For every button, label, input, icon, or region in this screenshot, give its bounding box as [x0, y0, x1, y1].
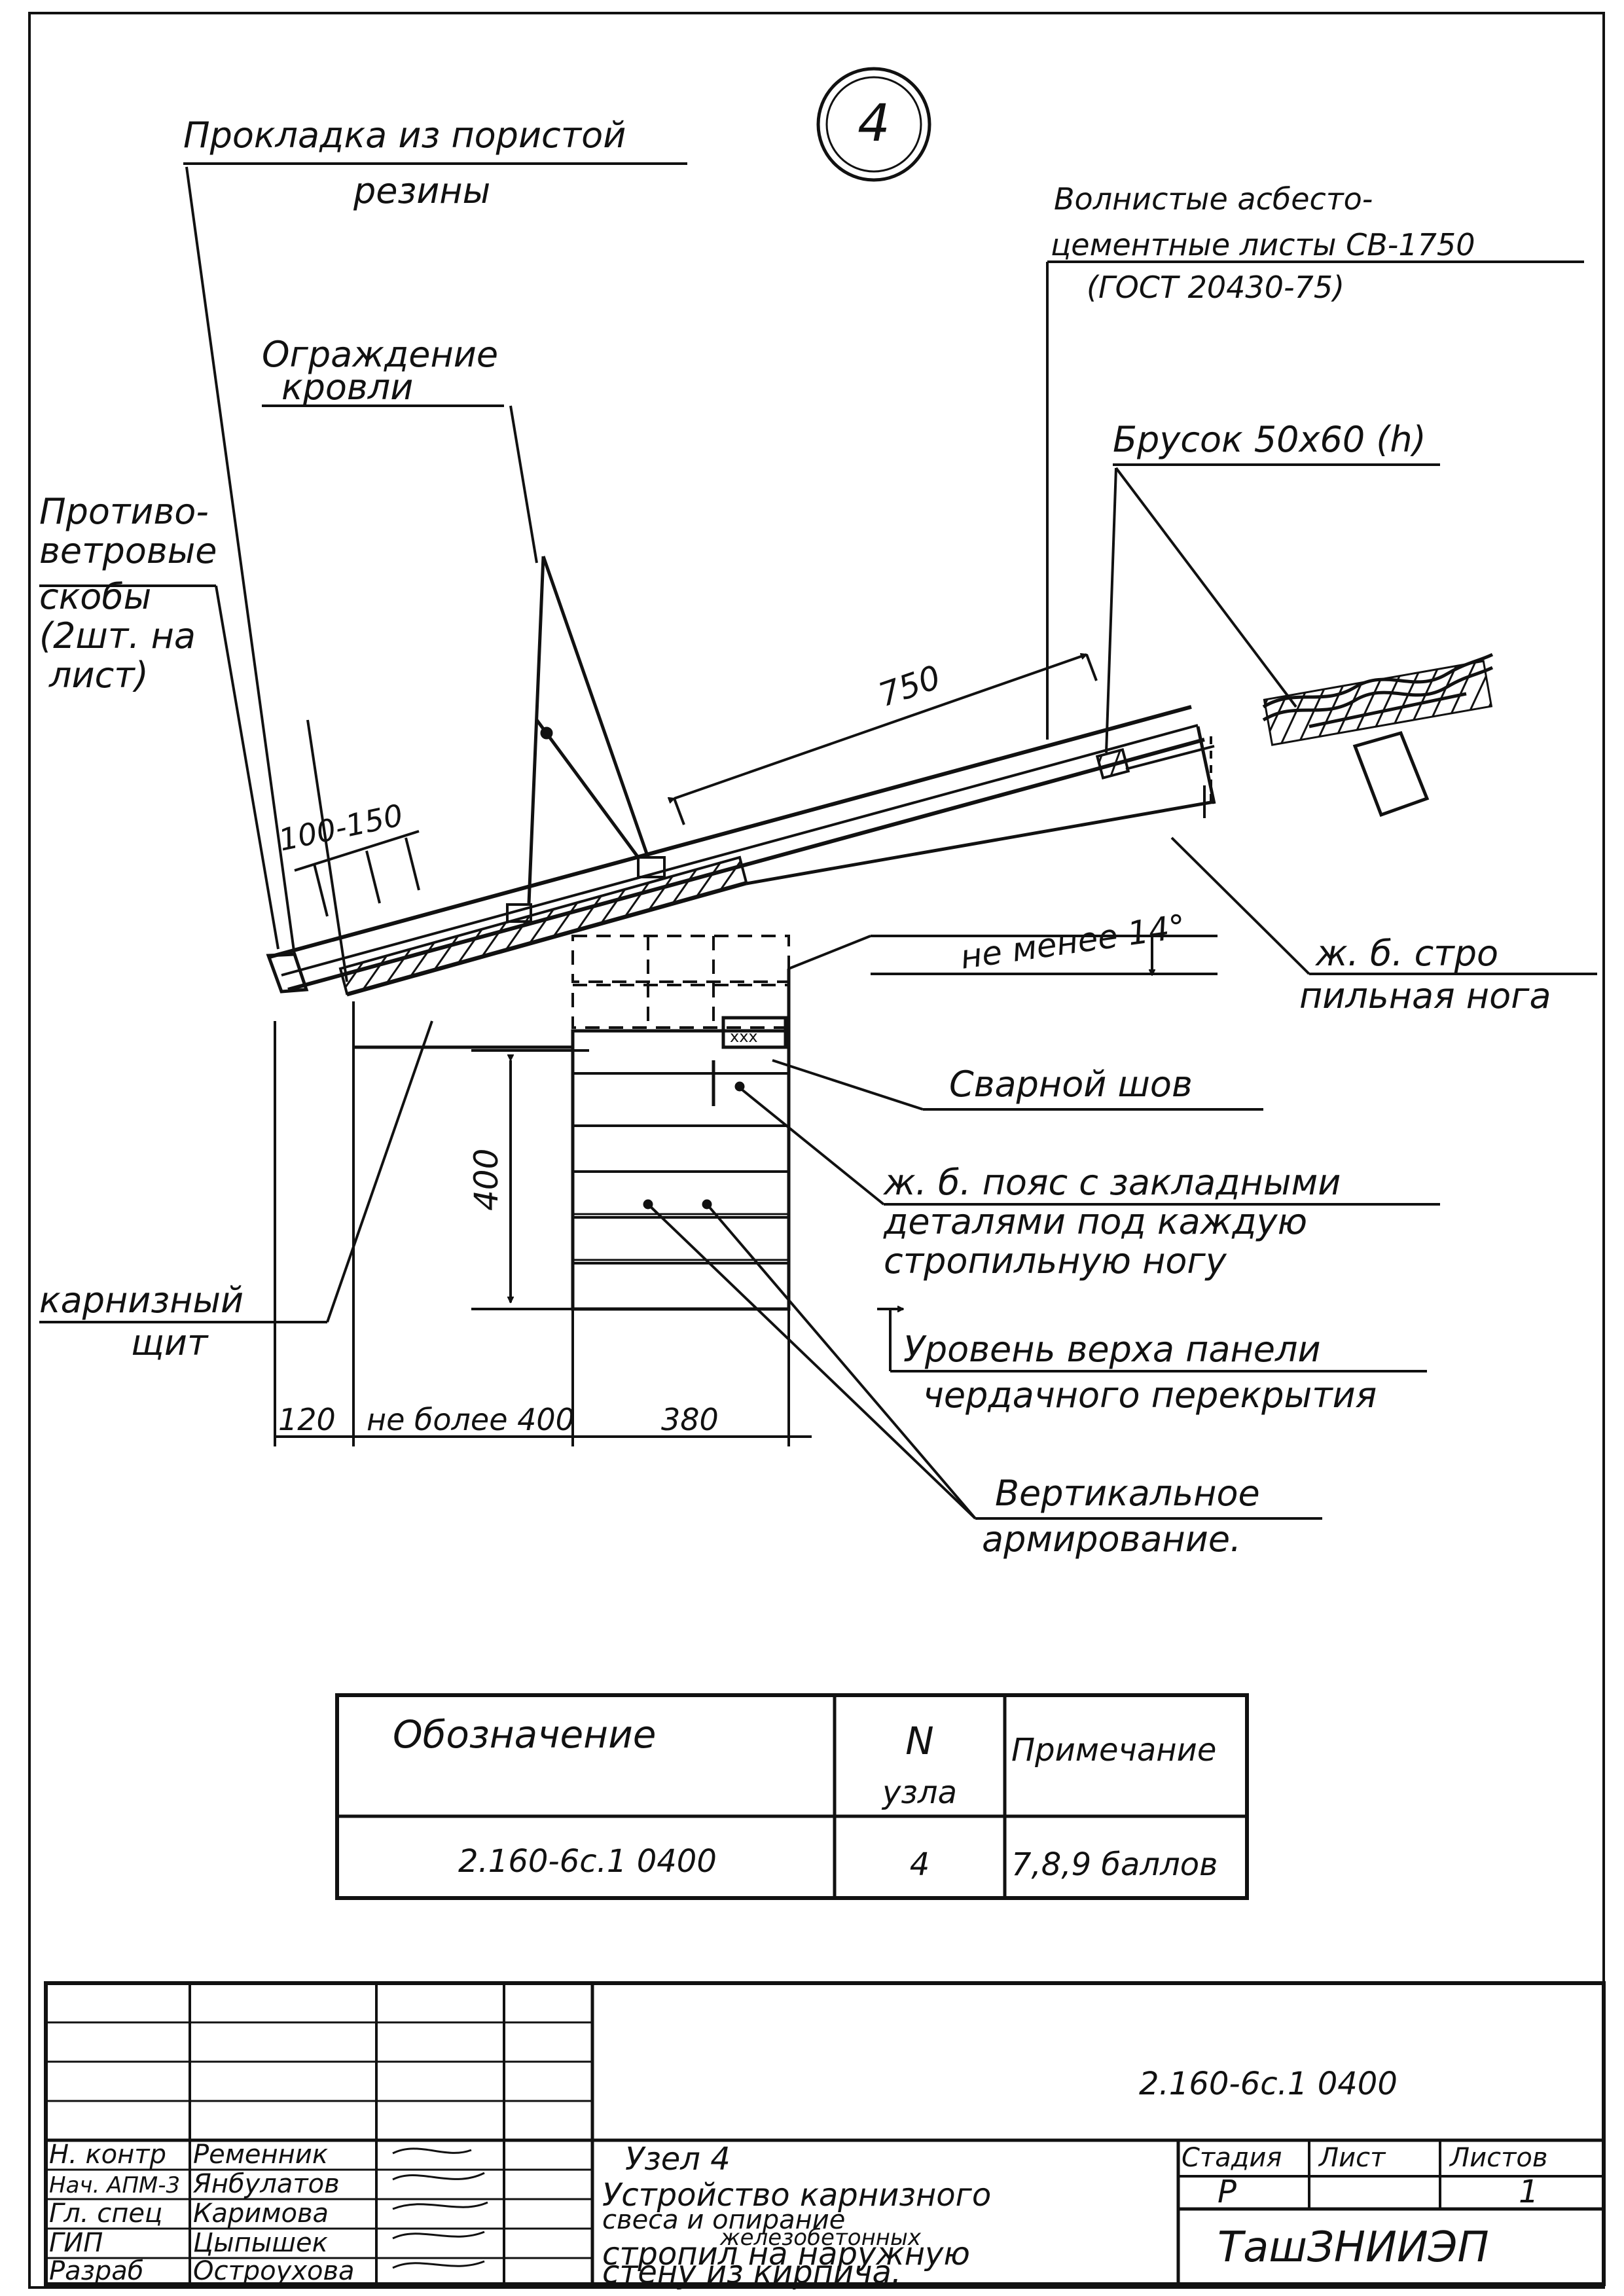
- stage-value: Р: [1218, 2174, 1236, 2210]
- name-dept-head: Янбулатов: [192, 2169, 340, 2199]
- label-railing-line2: кровли: [281, 367, 413, 408]
- role-chief-engineer: ГИП: [49, 2228, 103, 2258]
- role-developer: Разраб: [49, 2256, 143, 2286]
- label-cornice-line1: карнизный: [39, 1280, 244, 1321]
- cell-node: 4: [910, 1846, 930, 1883]
- name-developer: Остроухова: [193, 2256, 355, 2286]
- label-gasket-line2: резины: [353, 170, 490, 211]
- cell-designation: 2.160-6с.1 0400: [458, 1843, 717, 1880]
- dim-750: 750: [874, 658, 945, 714]
- title-line6: стену из кирпича.: [602, 2254, 901, 2291]
- label-vert-line2: армирование.: [982, 1518, 1241, 1560]
- title-line2: Устройство карнизного: [602, 2177, 991, 2214]
- label-gasket-line1: Прокладка из пористой: [183, 115, 626, 156]
- label-sheets-line1: Волнистые асбесто-: [1054, 181, 1373, 217]
- name-chief-specialist: Каримова: [193, 2198, 329, 2229]
- dim-120: 120: [278, 1402, 336, 1437]
- title-line5: стропил на наружную: [602, 2236, 970, 2272]
- node-number: 4: [857, 94, 890, 153]
- label-sheets-line2: цементные листы СВ-1750: [1051, 227, 1475, 262]
- bar: [1095, 747, 1130, 780]
- dimensions: [274, 655, 1218, 1446]
- weld-plate: [721, 1016, 787, 1049]
- label-belt-line3: стропильную ногу: [884, 1240, 1227, 1282]
- label-belt-line2: деталями под каждую: [883, 1201, 1307, 1242]
- cornice-board: [338, 855, 748, 996]
- spec-table: Обозначение N узла Примечание 2.160-6с.1…: [335, 1693, 1249, 1900]
- sheets-value: 1: [1519, 2174, 1539, 2210]
- cell-note: 7,8,9 баллов: [1011, 1846, 1218, 1883]
- leaders: [39, 162, 1597, 1520]
- label-cornice-line2: щит: [131, 1322, 209, 1363]
- roof-slope: [266, 705, 1216, 997]
- organization: ТашЗНИИЭП: [1218, 2223, 1489, 2272]
- label-vert-line1: Вертикальное: [995, 1473, 1260, 1514]
- label-clips-line1: Противо-: [39, 491, 209, 532]
- role-norm-control: Н. контр: [49, 2140, 166, 2170]
- label-clips-line3: скобы: [39, 576, 151, 617]
- roof-sheet-top: [269, 705, 1192, 959]
- title-line3: свеса и опирание: [602, 2205, 845, 2235]
- name-norm-control: Ременник: [193, 2140, 328, 2170]
- dim-400: 400: [467, 1149, 505, 1211]
- col-designation-header: Обозначение: [393, 1712, 656, 1757]
- title-block: [44, 1981, 1606, 2286]
- node-marker: 4: [816, 67, 931, 182]
- label-weld: Сварной шов: [949, 1064, 1193, 1105]
- roof-railing: [506, 556, 666, 923]
- title-line4: железобетонных: [719, 2225, 922, 2251]
- brick-wall: ххх: [571, 935, 1218, 1311]
- label-railing-line1: Ограждение: [262, 334, 498, 375]
- stage-label: Стадия: [1182, 2143, 1282, 2173]
- role-chief-specialist: Гл. спец: [49, 2198, 162, 2229]
- dim-750-line: [674, 655, 1087, 798]
- sheet-label: Лист: [1318, 2143, 1386, 2173]
- label-level-line1: Уровень верха панели: [903, 1329, 1321, 1370]
- sheets-label: Листов: [1449, 2143, 1547, 2173]
- col-node-header-n: N: [905, 1719, 933, 1763]
- doc-code: 2.160-6с.1 0400: [1139, 2066, 1398, 2102]
- label-clips-line2: ветровые: [39, 530, 217, 571]
- label-rafter-line1: ж. б. стро: [1314, 933, 1498, 974]
- label-clips-line4: (2шт. на: [39, 615, 196, 656]
- col-note-header: Примечание: [1011, 1732, 1216, 1768]
- label-rafter-line2: пильная нога: [1299, 975, 1551, 1016]
- role-dept-head: Нач. АПМ-3: [49, 2172, 180, 2198]
- title-block-text: 2.160-6с.1 0400 Н. контр Ременник Нач. А…: [49, 2066, 1547, 2291]
- dim-100-150: 100-150: [276, 797, 406, 858]
- label-sheets-line3: (ГОСТ 20430-75): [1087, 270, 1344, 305]
- label-bar: Брусок 50х60 (h): [1113, 419, 1426, 460]
- title-line1: Узел 4: [625, 2141, 731, 2178]
- col-node-header-word: узла: [881, 1774, 957, 1811]
- svg-text:ххх: ххх: [730, 1028, 758, 1046]
- labels: Прокладка из пористой резины Волнистые а…: [39, 115, 1551, 1560]
- name-chief-engineer: Цыпышек: [193, 2228, 328, 2258]
- rafter-end: [1196, 726, 1216, 804]
- label-belt-line1: ж. б. пояс с закладными: [882, 1162, 1341, 1203]
- eave-end: [266, 952, 309, 994]
- label-level-line2: чердачного перекрытия: [923, 1374, 1377, 1416]
- dim-angle: не менее 14°: [958, 907, 1188, 977]
- dim-max-400: не более 400: [367, 1402, 575, 1437]
- dim-380: 380: [661, 1402, 719, 1437]
- bar-detail: [1262, 653, 1494, 817]
- sheet-frame: [28, 12, 1605, 2289]
- label-clips-line5: лист): [48, 655, 149, 696]
